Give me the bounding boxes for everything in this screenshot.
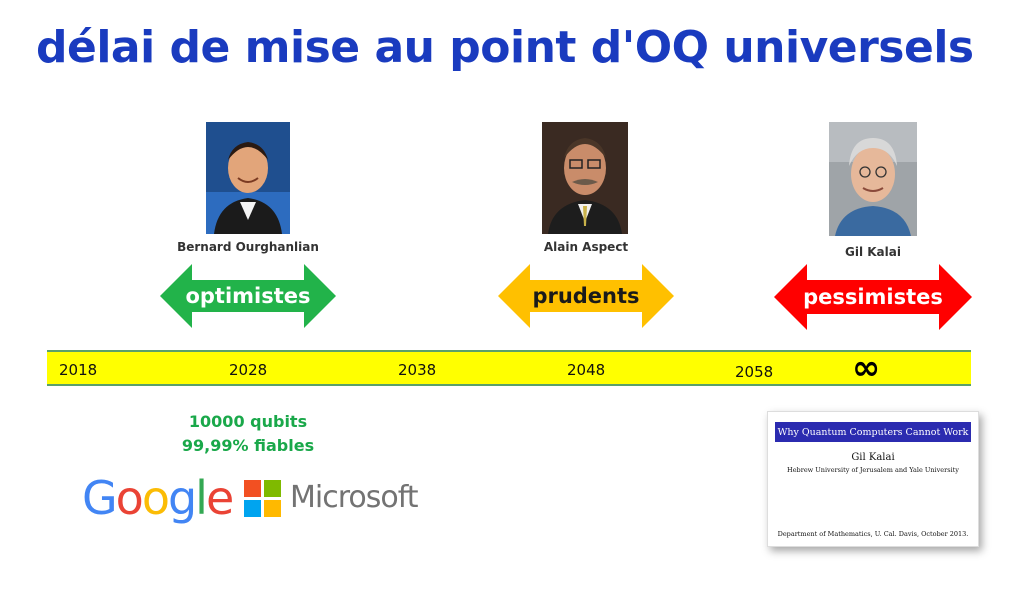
google-logo: Google — [82, 471, 234, 525]
photo-alain-aspect — [542, 122, 628, 234]
person-name-alain: Alain Aspect — [543, 240, 629, 254]
year-2058: 2058 — [735, 363, 774, 381]
paper-affiliation: Hebrew University of Jerusalem and Yale … — [787, 466, 959, 474]
slide-title: délai de mise au point d'OQ universels — [36, 22, 974, 73]
photo-bernard-ourghanlian — [206, 122, 290, 234]
timeline-bar: 2018 2028 2038 2048 2058 ∞ — [47, 348, 971, 388]
paper-title: Why Quantum Computers Cannot Work — [775, 422, 971, 442]
microsoft-logo-icon — [244, 480, 282, 518]
person-name-gil: Gil Kalai — [845, 245, 901, 259]
paper-thumbnail: Why Quantum Computers Cannot Work Gil Ka… — [767, 411, 979, 547]
stat-fidelity: 99,99% fiables — [181, 436, 315, 455]
label-optimistes: optimistes — [185, 284, 311, 308]
arrow-pessimistes: pessimistes — [774, 264, 972, 330]
stat-qubits: 10000 qubits — [188, 412, 308, 431]
microsoft-wordmark: Microsoft — [290, 480, 419, 515]
person-name-bernard: Bernard Ourghanlian — [177, 240, 319, 254]
year-2038: 2038 — [398, 361, 437, 379]
paper-author: Gil Kalai — [851, 452, 895, 463]
arrow-prudents: prudents — [498, 264, 674, 328]
infinity-icon: ∞ — [852, 348, 881, 388]
photo-gil-kalai — [829, 122, 917, 236]
arrow-optimistes: optimistes — [160, 264, 336, 328]
year-2028: 2028 — [229, 361, 268, 379]
year-2048: 2048 — [567, 361, 606, 379]
year-2018: 2018 — [59, 361, 98, 379]
label-pessimistes: pessimistes — [803, 285, 943, 309]
paper-footer: Department of Mathematics, U. Cal. Davis… — [777, 530, 969, 538]
label-prudents: prudents — [532, 284, 640, 308]
